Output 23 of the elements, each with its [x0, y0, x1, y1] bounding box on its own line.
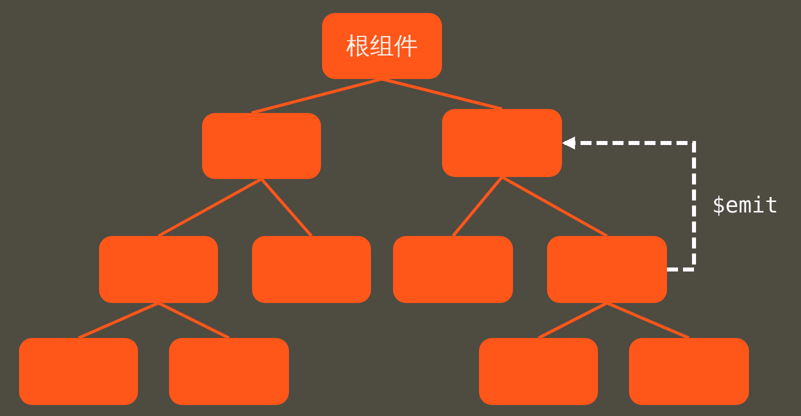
component-box [202, 113, 321, 179]
connector-line [251, 78, 382, 114]
component-box [169, 338, 289, 405]
connector-line [260, 178, 313, 237]
component-box [252, 236, 371, 303]
component-box [393, 236, 513, 303]
component-box [322, 13, 442, 79]
connector-line [78, 302, 160, 340]
component-box [442, 109, 562, 177]
connector-line [158, 302, 230, 340]
component-box [629, 338, 749, 405]
component-box [479, 338, 598, 405]
component-box [19, 338, 138, 405]
node-label: 根组件 [346, 32, 418, 60]
connector-line [158, 178, 262, 238]
connector-line [606, 302, 690, 340]
dashed-arrow [562, 136, 696, 272]
connector-line [382, 78, 502, 110]
connector-line [452, 176, 504, 237]
connector-line [501, 176, 608, 238]
component-box [99, 236, 218, 303]
component-box [547, 236, 667, 303]
connector-line [538, 302, 608, 340]
